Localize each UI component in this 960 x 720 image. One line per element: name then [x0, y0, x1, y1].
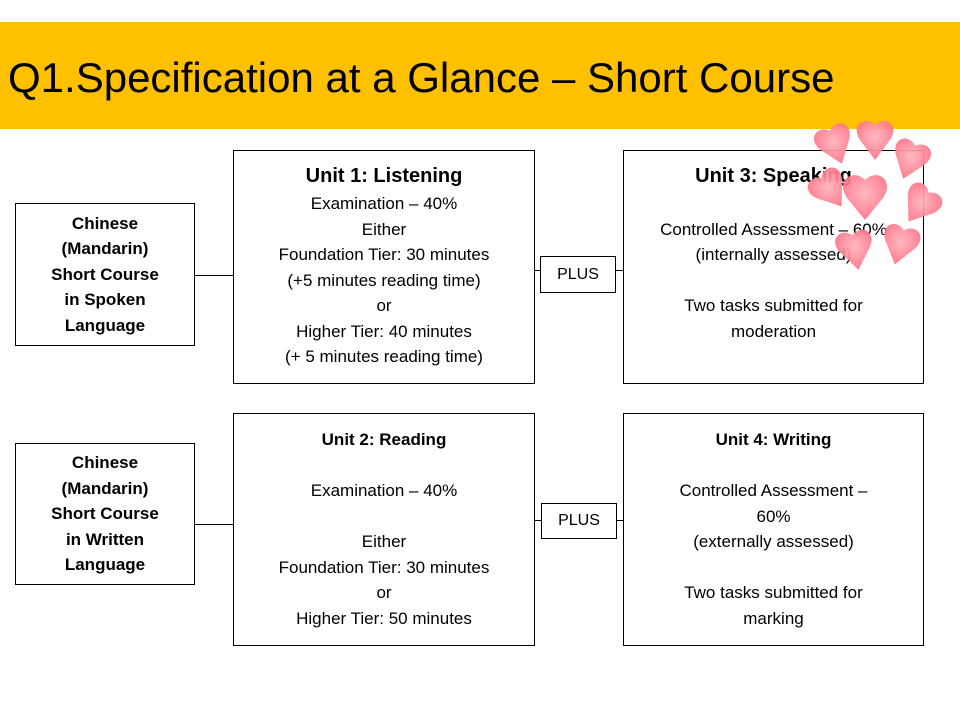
- unit-line: Foundation Tier: 30 minutes: [278, 245, 490, 264]
- unit-line: moderation: [730, 321, 817, 341]
- unit-line: Either: [361, 219, 407, 239]
- unit-line: (+5 minutes reading time): [287, 270, 481, 290]
- course-line: Short Course: [51, 264, 159, 284]
- unit-line: (internally assessed): [695, 245, 852, 264]
- plus-label: PLUS: [541, 503, 617, 539]
- unit-line: Either: [361, 532, 407, 551]
- course-line: Language: [64, 555, 146, 575]
- course-line: Short Course: [51, 504, 159, 524]
- course-line: (Mandarin): [61, 239, 149, 259]
- unit-line: Higher Tier: 50 minutes: [296, 608, 472, 628]
- unit-line: Two tasks submitted for: [684, 583, 863, 602]
- unit-heading: Unit 1: Listening: [305, 165, 463, 187]
- unit-heading: Unit 4: Writing: [715, 430, 832, 449]
- unit-heading: Unit 2: Reading: [321, 430, 447, 449]
- title-band: [0, 22, 960, 129]
- unit-line: 60%: [756, 506, 791, 526]
- course-line: Chinese: [71, 213, 139, 233]
- connector-line: [195, 275, 233, 276]
- unit-line: or: [376, 296, 392, 315]
- unit-line: or: [376, 583, 392, 602]
- course-line: in Written: [65, 529, 145, 549]
- unit-line: Controlled Assessment – 60%: [660, 219, 887, 239]
- course-line: Chinese: [71, 453, 139, 473]
- unit-line: (+ 5 minutes reading time): [285, 347, 483, 366]
- page-title: Q1.Specification at a Glance – Short Cou…: [8, 54, 835, 101]
- unit-line: Foundation Tier: 30 minutes: [278, 557, 490, 577]
- unit-line: Two tasks submitted for: [684, 296, 863, 315]
- course-line: Language: [64, 315, 146, 335]
- plus-label: PLUS: [540, 256, 616, 293]
- unit-line: Examination – 40%: [310, 194, 458, 213]
- unit-line: Examination – 40%: [310, 481, 458, 500]
- unit-2-reading-box: Unit 2: Reading Examination – 40% Either…: [233, 413, 535, 646]
- course-box-spoken: Chinese (Mandarin) Short Course in Spoke…: [15, 203, 195, 346]
- heart-petal-flower-icon: [807, 120, 943, 270]
- unit-line: (externally assessed): [693, 532, 854, 551]
- course-line: in Spoken: [64, 290, 146, 310]
- connector-line: [195, 524, 233, 525]
- course-line: (Mandarin): [61, 478, 149, 498]
- unit-4-writing-box: Unit 4: Writing Controlled Assessment – …: [623, 413, 924, 646]
- unit-line: marking: [743, 608, 804, 628]
- unit-line: Controlled Assessment –: [679, 481, 868, 500]
- unit-1-listening-box: Unit 1: Listening Examination – 40% Eith…: [233, 150, 535, 384]
- unit-line: Higher Tier: 40 minutes: [296, 321, 472, 341]
- course-box-written: Chinese (Mandarin) Short Course in Writt…: [15, 443, 195, 585]
